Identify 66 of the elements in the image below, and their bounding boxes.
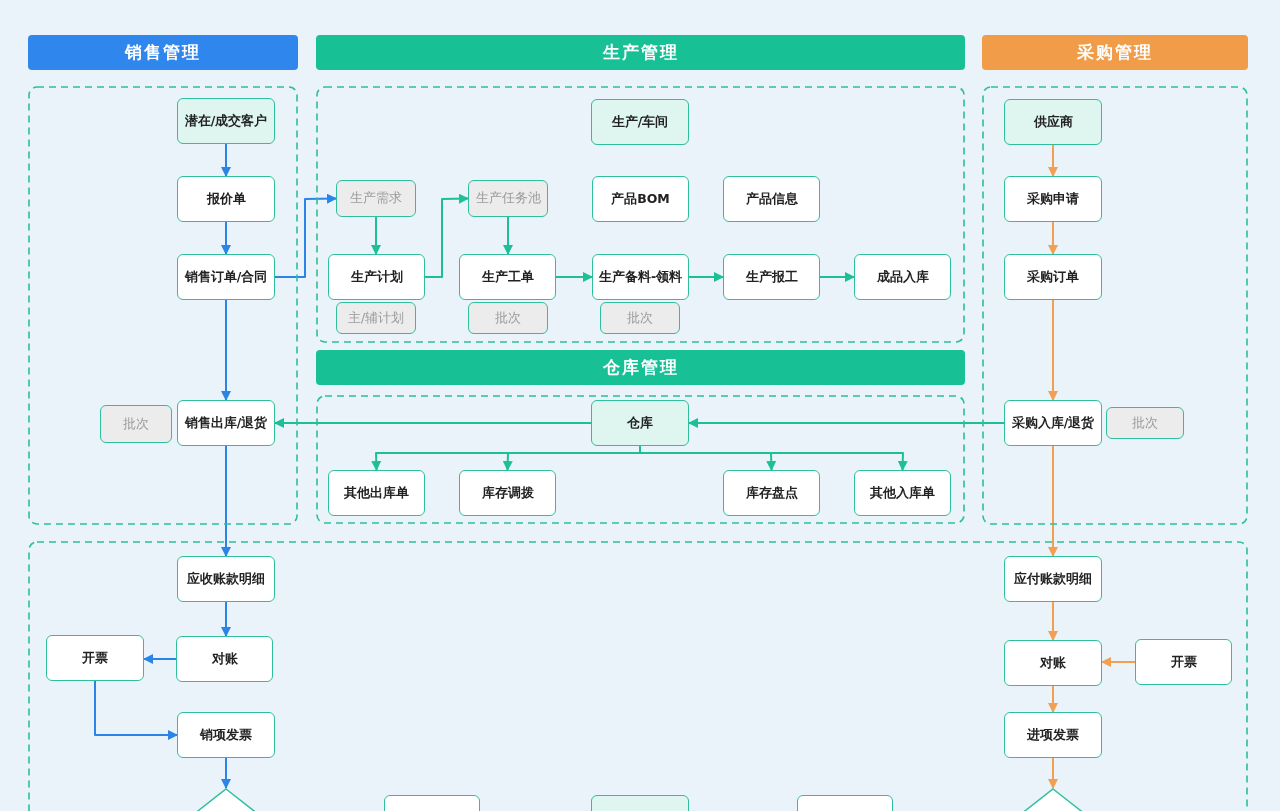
arrow xyxy=(1048,601,1058,641)
process-box: 产品BOM xyxy=(592,176,689,222)
process-box: 采购入库/退货 xyxy=(1004,400,1102,446)
process-box: 库存调拨 xyxy=(459,470,556,516)
tag-box: 批次 xyxy=(1106,407,1184,439)
process-box: 开票 xyxy=(1135,639,1232,685)
process-box: 仓库 xyxy=(591,400,689,446)
process-box: 生产工单 xyxy=(459,254,556,300)
arrow xyxy=(1048,144,1058,177)
arrow xyxy=(143,654,177,664)
arrow xyxy=(688,272,724,282)
process-box: 其他入库单 xyxy=(854,470,951,516)
process-box: 销项发票 xyxy=(177,712,275,758)
arrow xyxy=(274,193,337,278)
section-header: 生产管理 xyxy=(316,35,965,70)
arrow xyxy=(1048,757,1058,789)
tag-box: 主/辅计划 xyxy=(336,302,416,334)
arrow xyxy=(688,418,1005,428)
process-box: 成品入库 xyxy=(854,254,951,300)
arrow xyxy=(221,757,231,789)
process-box: 潜在/成交客户 xyxy=(177,98,275,144)
arrow xyxy=(221,601,231,637)
tag-box: 批次 xyxy=(600,302,680,334)
process-box: 销售出库/退货 xyxy=(177,400,275,446)
tag-box: 批次 xyxy=(468,302,548,334)
arrow xyxy=(221,143,231,177)
process-box: 对账 xyxy=(176,636,273,682)
process-box: 开票 xyxy=(46,635,144,681)
tag-box: 批次 xyxy=(100,405,172,443)
arrow xyxy=(1101,657,1136,667)
process-box: 应付账款明细 xyxy=(1004,556,1102,602)
process-box: 应收账款明细 xyxy=(177,556,275,602)
process-box: 库存盘点 xyxy=(723,470,820,516)
arrow xyxy=(1048,299,1058,401)
process-box: 采购申请 xyxy=(1004,176,1102,222)
arrow xyxy=(1048,445,1058,557)
arrow xyxy=(221,445,231,557)
arrow xyxy=(221,299,231,401)
arrow xyxy=(1048,221,1058,255)
section-header: 采购管理 xyxy=(982,35,1248,70)
arrow xyxy=(424,193,469,278)
arrow xyxy=(221,221,231,255)
arrow xyxy=(503,216,513,255)
arrow xyxy=(1048,685,1058,713)
process-box: 对账 xyxy=(1004,640,1102,686)
process-box: 销售订单/合同 xyxy=(177,254,275,300)
process-box: 产品信息 xyxy=(723,176,820,222)
tag-box: 生产需求 xyxy=(336,180,416,217)
arrow xyxy=(555,272,593,282)
process-box: 生产/车间 xyxy=(591,99,689,145)
section-header: 销售管理 xyxy=(28,35,298,70)
tag-box: 生产任务池 xyxy=(468,180,548,217)
process-box: 报价单 xyxy=(177,176,275,222)
process-box: 生产备料-领料 xyxy=(592,254,689,300)
process-box: 供应商 xyxy=(1004,99,1102,145)
section-header: 仓库管理 xyxy=(316,350,965,385)
process-box: 其他出库单 xyxy=(328,470,425,516)
process-box: 采购订单 xyxy=(1004,254,1102,300)
process-box: 进项发票 xyxy=(1004,712,1102,758)
arrow xyxy=(639,445,908,471)
arrow xyxy=(274,418,592,428)
process-box: 生产报工 xyxy=(723,254,820,300)
process-box: 生产计划 xyxy=(328,254,425,300)
arrow xyxy=(94,680,178,740)
arrow xyxy=(371,216,381,255)
arrow xyxy=(819,272,855,282)
